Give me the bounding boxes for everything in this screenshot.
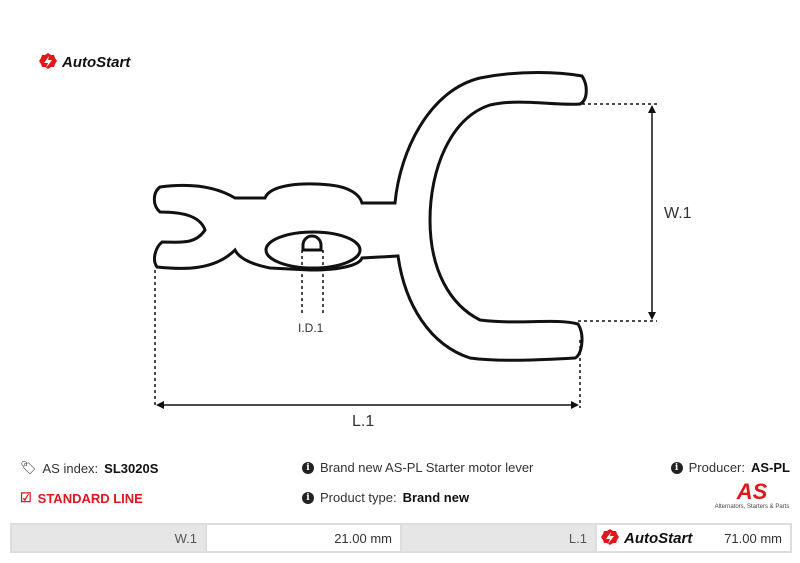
info-icon: i [670, 461, 683, 474]
info-icon: i [302, 491, 314, 504]
producer-logo: AS Alternators, Starters & Parts [714, 479, 790, 511]
length-label: L.1 [352, 413, 375, 430]
standard-line: ☑ STANDARD LINE [20, 490, 143, 506]
table-row: W.1 21.00 mm L.1 71.00 mm [10, 523, 792, 553]
info-icon: i [302, 461, 314, 474]
as-index: 🏷 AS index:SL3020S [20, 460, 159, 476]
lever-diagram [152, 71, 657, 409]
tags-icon: 🏷 [20, 460, 37, 475]
width-label: W.1 [664, 205, 692, 222]
gear-bolt-icon [39, 53, 57, 69]
autostart-watermark: AutoStart [600, 528, 692, 548]
inner-diameter-label: I.D.1 [298, 321, 324, 335]
gear-bolt-icon [601, 529, 619, 545]
autostart-logo: AutoStart [38, 52, 130, 72]
specs-table: W.1 21.00 mm L.1 71.00 mm [10, 523, 792, 553]
checkbox-icon: ☑ [20, 490, 32, 505]
lever-outline [152, 71, 588, 362]
